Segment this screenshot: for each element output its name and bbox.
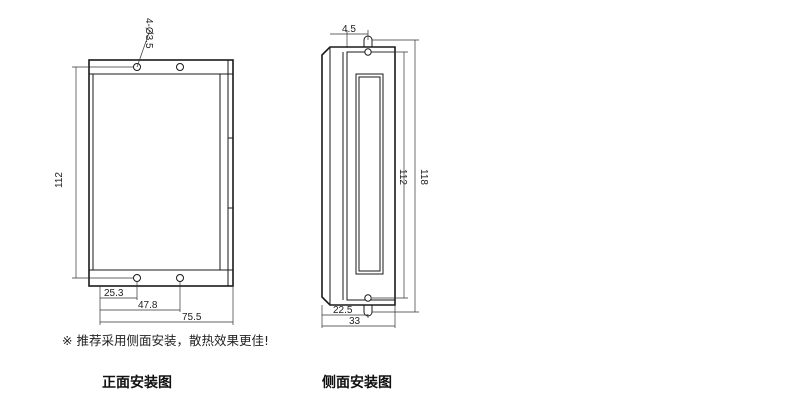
side-view: 4.5 112 118 22.5 33: [321, 24, 429, 328]
side-top-slot-hole: [364, 48, 372, 56]
side-bottom-offset-text: 22.5: [333, 305, 353, 316]
side-bottom-slot-hole: [364, 294, 372, 302]
side-flange: [346, 51, 396, 301]
side-connector-window: [355, 73, 384, 275]
dim-text-x2: 47.8: [138, 300, 158, 311]
front-outer-body: [88, 59, 234, 287]
installation-note: ※ 推荐采用侧面安装，散热效果更佳!: [62, 333, 269, 348]
hole-callout-leader: [136, 29, 151, 68]
side-top-dim-text: 4.5: [342, 24, 356, 35]
front-hole-bottom-left: [133, 274, 141, 282]
hole-callout-text: 4-Ø3.5: [143, 18, 154, 49]
side-view-caption: 侧面安装图: [322, 375, 392, 391]
front-view-caption: 正面安装图: [102, 375, 172, 391]
front-view: 4-Ø3.5 112 25.3 47.8 75.5: [54, 18, 234, 325]
front-hole-top-right: [176, 63, 184, 71]
dim-text-x1: 25.3: [104, 288, 124, 299]
side-inner-dim-text: 112: [397, 169, 408, 185]
dim-text-width: 75.5: [182, 312, 202, 323]
front-hole-bottom-right: [176, 274, 184, 282]
side-width-dim-text: 33: [349, 316, 361, 327]
front-height-dim-text: 112: [54, 172, 65, 188]
side-outer-dim-text: 118: [418, 169, 429, 185]
side-connector-inner: [358, 76, 381, 272]
